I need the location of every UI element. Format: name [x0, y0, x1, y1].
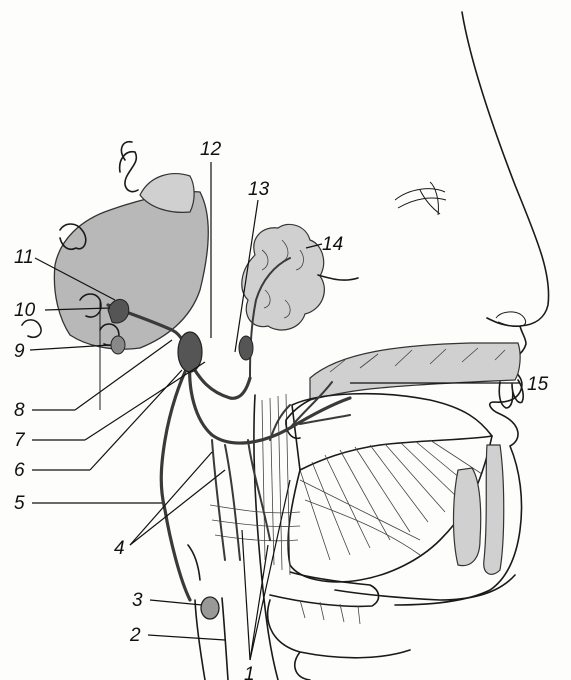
lower-teeth: [484, 445, 504, 574]
label-7: 7: [14, 430, 26, 451]
ganglion-9: [111, 336, 125, 354]
label-4: 4: [114, 538, 125, 559]
nerve-4-branches: [212, 440, 240, 560]
label-13: 13: [248, 179, 270, 200]
leader-1b: [250, 545, 268, 660]
label-1: 1: [244, 664, 255, 680]
label-10: 10: [14, 300, 36, 321]
leader-1a: [242, 530, 250, 660]
label-14: 14: [322, 234, 343, 255]
hard-palate: [310, 343, 520, 400]
skull-contour: [120, 142, 138, 192]
label-5: 5: [14, 493, 25, 514]
leader-4a: [130, 470, 225, 545]
mandible-section: [454, 468, 481, 566]
leader-7b: [85, 362, 205, 440]
ganglion-3: [201, 597, 219, 619]
eye-outline: [395, 182, 446, 215]
label-11: 11: [14, 247, 34, 268]
label-3: 3: [132, 590, 143, 611]
label-9: 9: [14, 341, 25, 362]
tongue: [292, 394, 492, 470]
label-6: 6: [14, 460, 25, 481]
mandible-outline: [335, 575, 515, 600]
hyoid-bone: [270, 572, 379, 606]
label-8: 8: [14, 400, 25, 421]
gland-14-duct: [318, 275, 358, 280]
nerve-to-ganglion: [190, 362, 250, 398]
label-12: 12: [200, 139, 222, 160]
label-2: 2: [129, 625, 141, 646]
leader-4b: [130, 452, 212, 545]
pharynx-hatch: [210, 505, 300, 541]
leader-9: [30, 345, 110, 350]
ganglion-13: [239, 336, 253, 360]
larynx: [268, 600, 410, 680]
thyroid-hyoid: [300, 600, 360, 624]
petrous-bone: [54, 192, 208, 350]
leader-2: [148, 635, 225, 640]
label-15: 15: [527, 374, 549, 395]
leader-3: [150, 600, 202, 605]
